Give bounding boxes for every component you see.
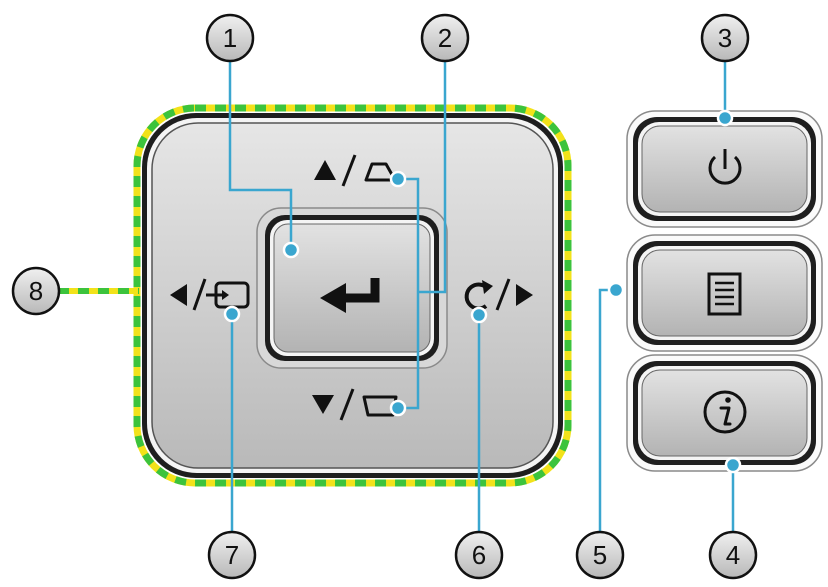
- callout-number: 5: [593, 540, 607, 570]
- callout-number: 3: [718, 23, 732, 53]
- callout-number: 1: [223, 23, 237, 53]
- info-icon: [703, 390, 747, 434]
- enter-arrow-icon: [320, 278, 380, 313]
- enter-button[interactable]: [256, 207, 448, 369]
- callout-number: 7: [225, 540, 239, 570]
- callout-4: 4: [708, 530, 758, 580]
- callout-number: 6: [472, 540, 486, 570]
- callout-6: 6: [454, 530, 504, 580]
- left-arrow-source-icon[interactable]: [170, 278, 250, 311]
- callout-8: 8: [11, 266, 61, 316]
- callout-7: 7: [207, 530, 257, 580]
- callout-number: 4: [726, 540, 740, 570]
- leader-endpoints: [223, 109, 742, 474]
- info-button[interactable]: [626, 354, 823, 472]
- up-arrow-keystone-icon[interactable]: [314, 154, 397, 187]
- down-arrow-keystone-icon[interactable]: [312, 388, 398, 421]
- callout-5: 5: [575, 530, 625, 580]
- power-icon: [708, 149, 742, 185]
- menu-icon: [707, 272, 742, 316]
- leader-line-2: [418, 60, 447, 294]
- callout-number: 8: [29, 276, 43, 306]
- callout-1: 1: [205, 13, 255, 63]
- leader-line-2-branch: [398, 177, 420, 410]
- led-indicator-ring: [133, 104, 572, 487]
- callout-2: 2: [420, 13, 470, 63]
- callout-number: 2: [438, 23, 452, 53]
- leader-line-5: [598, 288, 616, 542]
- leader-line-1: [228, 60, 293, 245]
- callout-3: 3: [700, 13, 750, 63]
- menu-button[interactable]: [626, 234, 823, 352]
